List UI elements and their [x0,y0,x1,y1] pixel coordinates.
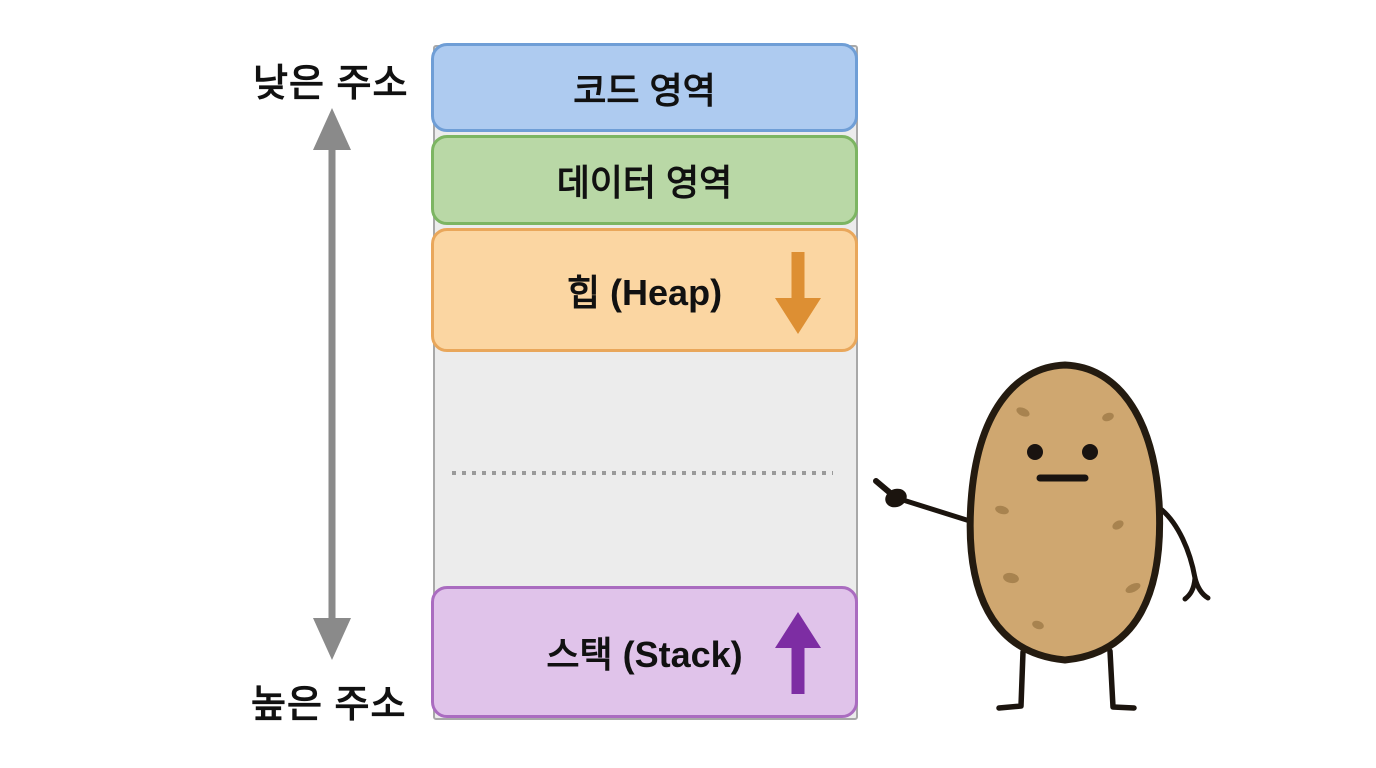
low-address-label: 낮은 주소 [253,63,409,105]
address-axis-arrow-icon [313,108,351,660]
data-region-label: 데이터 영역 [556,162,733,203]
code-region-label: 코드 영역 [573,69,716,111]
heap-region-label: 힙 (Heap) [566,272,723,313]
memory-region-data: 데이터 영역 [431,135,858,225]
potato-legs [996,648,1137,711]
memory-region-code: 코드 영역 [431,43,858,132]
potato-right-arm [1159,507,1211,602]
potato-left-eye [1027,444,1043,460]
stack-growth-up-arrow-icon [775,612,821,694]
potato-character-illustration [873,361,1211,711]
potato-pointing-hand [885,488,907,508]
memory-region-heap: 힙 (Heap) [431,228,858,352]
stack-region-label: 스택 (Stack) [546,634,743,675]
potato-spots [995,407,1141,630]
free-space-dotted-divider [452,471,833,475]
memory-region-stack: 스택 (Stack) [431,586,858,718]
heap-growth-down-arrow-icon [775,252,821,334]
potato-body [966,361,1164,664]
high-address-label: 높은 주소 [251,684,407,726]
potato-right-eye [1082,444,1098,460]
